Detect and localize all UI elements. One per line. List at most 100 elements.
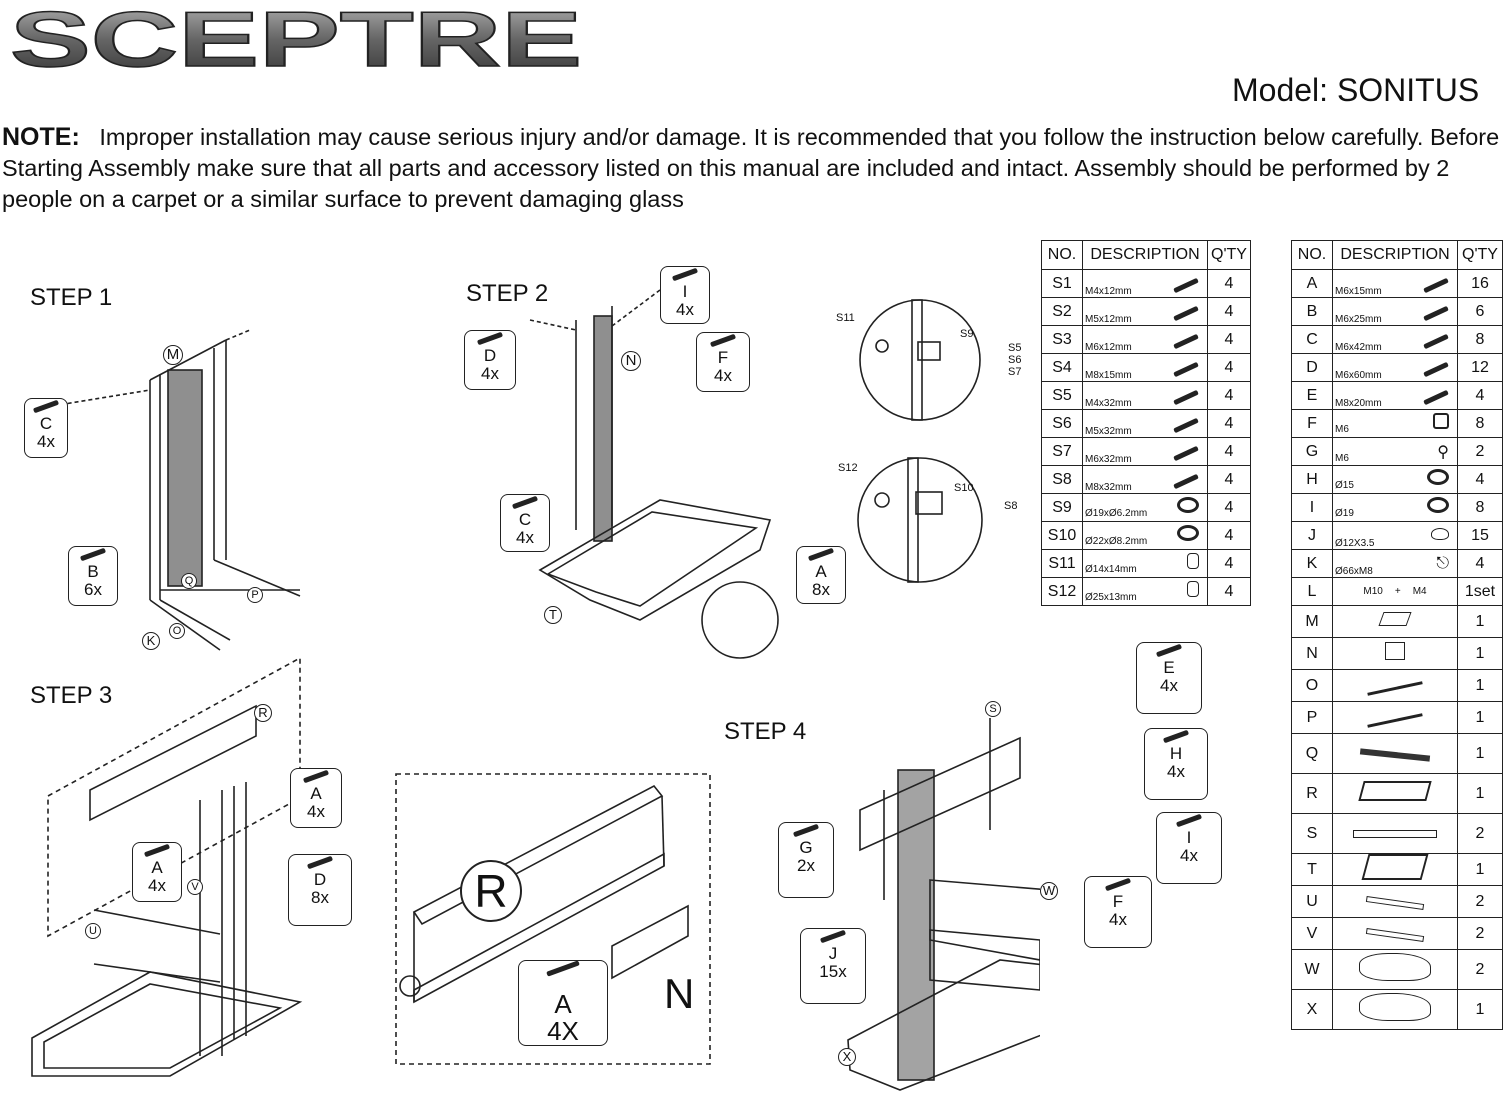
part-label-r: R (254, 704, 272, 722)
part-number: T (1291, 853, 1333, 886)
part-description: Ø19 (1332, 493, 1458, 522)
part-label-x: X (838, 1048, 856, 1066)
col-qty: Q'TY (1207, 240, 1251, 270)
callout-quantity: 4x (148, 875, 166, 895)
part-quantity: 1 (1457, 701, 1503, 734)
part-size: M6x12mm (1085, 341, 1132, 353)
detail-label-s10: S10 (954, 482, 974, 494)
frame-icon (1335, 781, 1455, 806)
callout-quantity: 4x (1167, 761, 1185, 781)
part-quantity: 2 (1457, 885, 1503, 918)
spacer-icon (1187, 581, 1199, 602)
rail-icon (1335, 825, 1455, 843)
part-quantity: 2 (1457, 949, 1503, 990)
part-description: Ø66xM8 ⎋ (1332, 549, 1458, 578)
callout-part-letter: I (1186, 828, 1192, 847)
callout-quantity: 4x (1160, 675, 1178, 695)
part-quantity: 4 (1207, 325, 1251, 354)
part-description: Ø22xØ8.2mm (1082, 521, 1208, 550)
part-number: I (1291, 493, 1333, 522)
detail-label-s6: S6 (1008, 354, 1022, 366)
model-label: Model: SONITUS (1232, 72, 1480, 108)
part-quantity: 4 (1207, 269, 1251, 298)
screw-icon (546, 960, 580, 977)
part-size: M4x12mm (1085, 285, 1132, 297)
step4-stand (847, 718, 1040, 1091)
callout-part-letter: A (151, 858, 163, 877)
part-description: M6x42mm (1332, 325, 1458, 354)
callout-part-letter: J (828, 944, 838, 963)
callout-part-letter: D (313, 870, 327, 889)
part-number: C (1291, 325, 1333, 354)
part-label-w: W (1040, 882, 1058, 900)
part-number: U (1291, 885, 1333, 918)
step-3-title: STEP 3 (30, 682, 113, 709)
part-number: S (1291, 813, 1333, 854)
callout-part-letter: D (483, 346, 497, 365)
detail-label-s7: S7 (1008, 366, 1022, 378)
step-1-title: STEP 1 (30, 284, 113, 311)
screw-icon (1173, 443, 1199, 461)
part-size: Ø66xM8 (1335, 565, 1373, 577)
callout-quantity: 4x (307, 801, 325, 821)
part-quantity: 4 (1207, 381, 1251, 410)
screw-icon (1155, 643, 1183, 658)
part-quantity: 8 (1457, 493, 1503, 522)
glass-shelf-icon (1335, 953, 1455, 986)
col-no: NO. (1041, 240, 1083, 270)
part-number: S5 (1041, 381, 1083, 410)
part-size: M5x32mm (1085, 425, 1132, 437)
note-text: Improper installation may cause serious … (2, 124, 1500, 212)
col-no: NO. (1291, 240, 1333, 270)
part-quantity: 1 (1457, 853, 1503, 886)
bracket-icon (1335, 642, 1455, 665)
part-description (1332, 813, 1458, 854)
screw-icon (1173, 303, 1199, 321)
callout-part-letter: C (518, 510, 532, 529)
part-number: X (1291, 989, 1333, 1030)
part-quantity: 16 (1457, 269, 1503, 298)
part-size: M8x15mm (1085, 369, 1132, 381)
part-quantity: 1 (1457, 637, 1503, 670)
part-description (1332, 885, 1458, 918)
foot-icon: ⎋ (1436, 554, 1449, 572)
detail-label-s12: S12 (838, 462, 858, 474)
part-quantity: 1 (1457, 669, 1503, 702)
part-number: S3 (1041, 325, 1083, 354)
callout-part-letter: A (554, 989, 572, 1019)
part-label-s: S (985, 701, 1001, 717)
part-size: M8x32mm (1085, 481, 1132, 493)
part-description: Ø14x14mm (1082, 549, 1208, 578)
step2-stand (529, 289, 779, 659)
washer-icon (1177, 525, 1199, 546)
bar-icon (1335, 893, 1455, 911)
part-description: Ø12X3.5 (1332, 521, 1458, 550)
screw-icon (1173, 415, 1199, 433)
callout-part-letter: A (310, 784, 322, 803)
glass-shelf-icon (1335, 993, 1455, 1026)
part-size: M6 (1335, 424, 1349, 435)
part-description: M8x15mm (1082, 353, 1208, 382)
pad-icon (1431, 527, 1449, 545)
part-label-p: P (247, 587, 263, 603)
col-qty: Q'TY (1457, 240, 1503, 270)
part-description: M6⚲ (1332, 437, 1458, 466)
zoom-label-n: N (664, 970, 695, 1017)
wrench-icon: M10+M4 (1335, 586, 1455, 597)
part-number: R (1291, 773, 1333, 814)
part-size: M5x12mm (1085, 313, 1132, 325)
callout-quantity: 4x (516, 527, 534, 547)
knob-icon: ⚲ (1437, 443, 1449, 461)
